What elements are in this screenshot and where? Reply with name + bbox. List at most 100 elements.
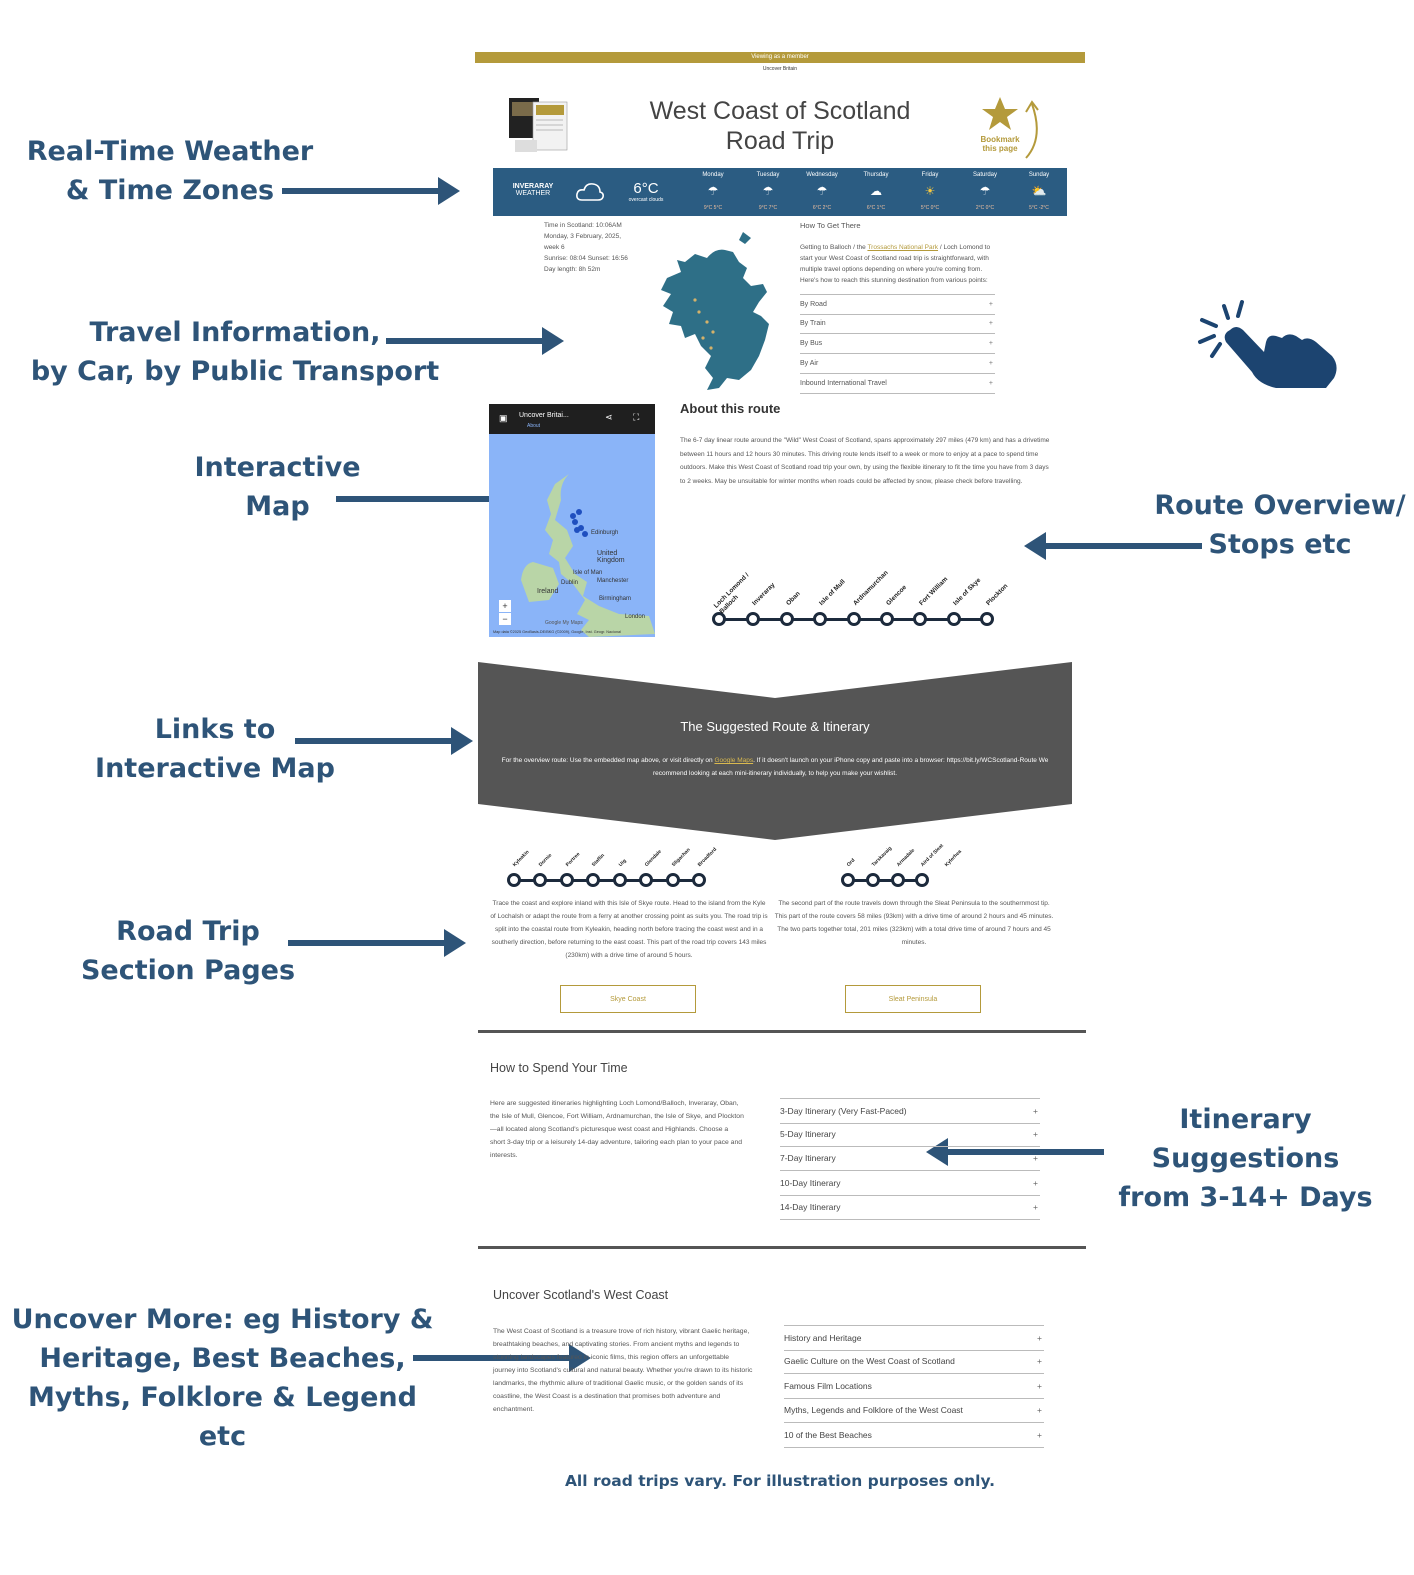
accordion-by-train[interactable]: By Train + <box>800 314 995 334</box>
itinerary-text-end: . If it doesn't launch on your iPhone co… <box>652 757 1049 777</box>
callout-line: from 3-14+ Days <box>1118 1182 1373 1213</box>
route-stop[interactable] <box>780 612 794 626</box>
itinerary-7-day[interactable]: 7-Day Itinerary+ <box>780 1146 1040 1171</box>
weather-location: INVERARAY WEATHER <box>505 183 561 197</box>
skye-coast-button[interactable]: Skye Coast <box>560 985 696 1013</box>
route-stop[interactable] <box>813 612 827 626</box>
route-stop[interactable] <box>915 873 929 887</box>
route-stop[interactable] <box>639 873 653 887</box>
accordion-international[interactable]: Inbound International Travel+ <box>800 374 995 394</box>
list-label: Myths, Legends and Folklore of the West … <box>784 1405 963 1415</box>
route-stop-label: Isle of Skye <box>952 576 983 607</box>
partly-cloudy-icon: ⛅ <box>1031 184 1047 198</box>
accordion-by-bus[interactable]: By Bus+ <box>800 334 995 354</box>
page-title: West Coast of Scotland Road Trip <box>600 96 960 156</box>
get-there-text-start: Getting to Balloch / the <box>800 244 868 251</box>
topic-films[interactable]: Famous Film Locations+ <box>784 1374 1044 1399</box>
callout-map: Interactive Map <box>180 448 375 526</box>
route-stop[interactable] <box>666 873 680 887</box>
topic-gaelic[interactable]: Gaelic Culture on the West Coast of Scot… <box>784 1349 1044 1374</box>
callout-line: & Time Zones <box>65 175 275 206</box>
list-label: History and Heritage <box>784 1333 862 1343</box>
fullscreen-icon[interactable]: ⛶ <box>633 412 640 422</box>
bookmark-button[interactable]: Bookmark this page <box>970 95 1030 153</box>
arrow-weather <box>282 177 460 205</box>
brand-logo[interactable]: Uncover Britain <box>762 66 798 72</box>
accordion-by-air[interactable]: By Air+ <box>800 354 995 374</box>
google-maps-link[interactable]: Google Maps <box>714 757 754 764</box>
weather-widget <box>493 168 1067 216</box>
topic-history[interactable]: History and Heritage+ <box>784 1325 1044 1351</box>
route-stop[interactable] <box>866 873 880 887</box>
route-stop[interactable] <box>980 612 994 626</box>
itinerary-3-day[interactable]: 3-Day Itinerary (Very Fast-Paced)+ <box>780 1098 1040 1124</box>
forecast-day-name: Tuesday <box>756 172 780 178</box>
route-stop[interactable] <box>913 612 927 626</box>
route-stop-label: Staffin <box>590 852 607 868</box>
trossachs-link[interactable]: Trossachs National Park <box>867 244 939 251</box>
accordion-by-road[interactable]: By Road+ <box>800 294 995 315</box>
route-stop[interactable] <box>847 612 861 626</box>
map-zoom-out[interactable]: − <box>499 613 511 625</box>
callout-weather: Real-Time Weather & Time Zones <box>20 132 320 210</box>
accordion-label: Inbound International Travel <box>800 380 887 387</box>
itinerary-10-day[interactable]: 10-Day Itinerary+ <box>780 1171 1040 1196</box>
uk-map-land <box>521 474 655 637</box>
map-zoom-in[interactable]: + <box>499 600 511 612</box>
about-text: The 6-7 day linear route around the "Wil… <box>680 437 1050 485</box>
sleat-peninsula-button[interactable]: Sleat Peninsula <box>845 985 981 1013</box>
interactive-map[interactable]: ▣ Uncover Britai... About ⋖ ⛶ Edinburgh … <box>489 404 655 637</box>
skye-coast-text: Trace the coast and explore inland with … <box>490 900 768 959</box>
itinerary-14-day[interactable]: 14-Day Itinerary+ <box>780 1195 1040 1220</box>
map-about-link[interactable]: About <box>527 423 541 429</box>
plus-icon: + <box>988 320 993 327</box>
callout-line: Itinerary Suggestions <box>1151 1104 1340 1174</box>
arrow-uncover <box>413 1344 591 1372</box>
arrow-links <box>295 727 473 755</box>
route-stop[interactable] <box>841 873 855 887</box>
time-line: Day length: 8h 52m <box>544 266 601 273</box>
route-stop[interactable] <box>586 873 600 887</box>
route-stop[interactable] <box>891 873 905 887</box>
route-stop-label: Kylerhea <box>943 848 963 868</box>
time-line: Time in Scotland: 10:06AM <box>544 222 622 229</box>
curved-arrow-icon <box>1025 100 1039 159</box>
map-sidebar-icon[interactable]: ▣ <box>499 413 508 423</box>
accordion-label: By Bus <box>800 340 823 347</box>
route-stop[interactable] <box>880 612 894 626</box>
plus-icon: + <box>1033 1202 1038 1212</box>
route-stop[interactable] <box>692 873 706 887</box>
route-stop-label: Broadford <box>696 846 719 868</box>
itinerary-5-day[interactable]: 5-Day Itinerary+ <box>780 1122 1040 1147</box>
route-stop[interactable] <box>560 873 574 887</box>
map-label-birmingham: Birmingham <box>599 596 632 602</box>
time-line: Sunrise: 08:04 Sunset: 16:56 <box>544 255 628 262</box>
forecast-day-name: Monday <box>702 172 724 178</box>
share-icon[interactable]: ⋖ <box>605 412 613 422</box>
time-info: Time in Scotland: 10:06AM Monday, 3 Febr… <box>544 220 654 275</box>
route-stop[interactable] <box>947 612 961 626</box>
list-label: Gaelic Culture on the West Coast of Scot… <box>784 1356 955 1366</box>
route-stop[interactable] <box>712 612 726 626</box>
route-stop-label: Sligachan <box>670 847 692 868</box>
list-label: 5-Day Itinerary <box>780 1129 836 1139</box>
title-line: West Coast of Scotland <box>649 97 911 125</box>
route-stop-label: Oban <box>785 590 802 607</box>
topic-beaches[interactable]: 10 of the Best Beaches+ <box>784 1423 1044 1448</box>
callout-line: Map <box>245 491 310 522</box>
route-stop-label: Ord <box>845 857 857 868</box>
list-label: Famous Film Locations <box>784 1381 872 1391</box>
forecast-temps: 2°C 0°C <box>975 205 995 211</box>
route-stop[interactable] <box>613 873 627 887</box>
plus-icon: + <box>1033 1178 1038 1188</box>
map-label-edinburgh: Edinburgh <box>591 530 619 536</box>
route-stop[interactable] <box>533 873 547 887</box>
route-stop[interactable] <box>507 873 521 887</box>
map-title: Uncover Britai... <box>519 412 569 419</box>
route-stop[interactable] <box>746 612 760 626</box>
callout-line: Travel Information, <box>89 317 381 348</box>
accordion-label: By Train <box>800 320 826 327</box>
plus-icon: + <box>1033 1153 1038 1163</box>
topic-myths[interactable]: Myths, Legends and Folklore of the West … <box>784 1398 1044 1423</box>
time-line: week 6 <box>544 244 565 251</box>
